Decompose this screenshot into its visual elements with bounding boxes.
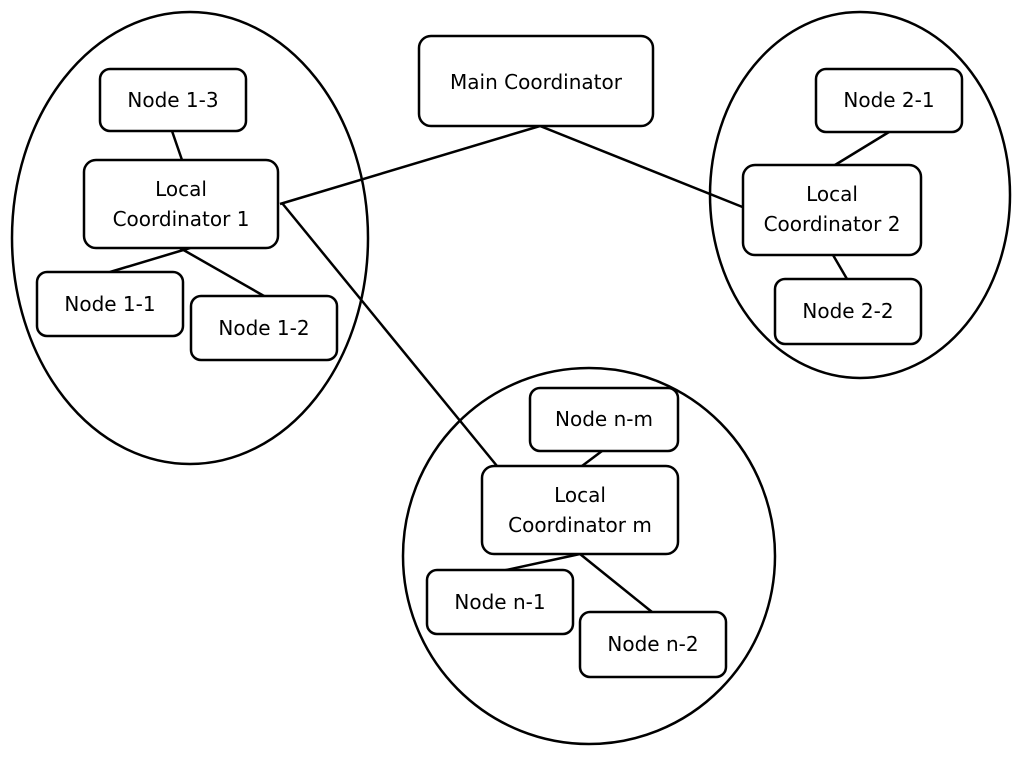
coordinator-label-line2: Coordinator 2 (764, 212, 901, 236)
node-n-1-box: Node n-1 (425, 568, 575, 636)
node-label: Node 1-2 (218, 316, 309, 340)
node-1-3-box: Node 1-3 (98, 67, 248, 133)
node-label: Node 1-3 (127, 88, 218, 112)
local-coordinator-m-box: Local Coordinator m (480, 464, 680, 556)
cluster-m-boundary (401, 366, 777, 746)
node-n-m-box: Node n-m (528, 386, 680, 453)
node-2-2-box: Node 2-2 (773, 277, 923, 346)
edge-coordinator-m-to-node-n-m (581, 450, 603, 467)
edge-coordinator-1-to-node-1-2 (179, 246, 265, 298)
edge-coordinator-1-to-node-1-3 (170, 130, 184, 161)
coordinator-label-line2: Coordinator 1 (113, 207, 250, 231)
edge-coordinator-1-to-coordinator-m (281, 202, 498, 467)
edge-coordinator-m-to-node-n-2 (579, 553, 653, 613)
local-coordinator-1-box: Local Coordinator 1 (82, 158, 280, 250)
coordinator-label-line2: Coordinator m (508, 513, 652, 537)
local-coordinator-2-box: Local Coordinator 2 (741, 163, 923, 257)
node-2-1-box: Node 2-1 (814, 67, 964, 134)
edge-main-to-coordinator-1 (279, 124, 541, 206)
edge-coordinator-2-to-node-2-1 (834, 130, 890, 167)
node-label: Node n-1 (454, 590, 545, 614)
edge-main-to-coordinator-2 (539, 124, 751, 212)
main-coordinator-box: Main Coordinator (417, 34, 655, 128)
node-label: Node n-2 (607, 632, 698, 656)
cluster-1-boundary (10, 10, 370, 466)
node-1-1-box: Node 1-1 (35, 270, 185, 338)
node-label: Node 2-2 (802, 299, 893, 323)
coordinator-label-line1: Local (155, 177, 207, 201)
coordinator-label-line1: Local (554, 483, 606, 507)
node-n-2-box: Node n-2 (578, 610, 728, 679)
edge-coordinator-2-to-node-2-2 (831, 254, 849, 280)
node-label: Node 2-1 (843, 88, 934, 112)
edge-coordinator-1-to-node-1-1 (109, 246, 191, 274)
node-label: Node n-m (555, 407, 653, 431)
main-coordinator-label: Main Coordinator (450, 70, 623, 94)
node-label: Node 1-1 (64, 292, 155, 316)
node-1-2-box: Node 1-2 (189, 294, 339, 362)
coordinator-label-line1: Local (806, 182, 858, 206)
